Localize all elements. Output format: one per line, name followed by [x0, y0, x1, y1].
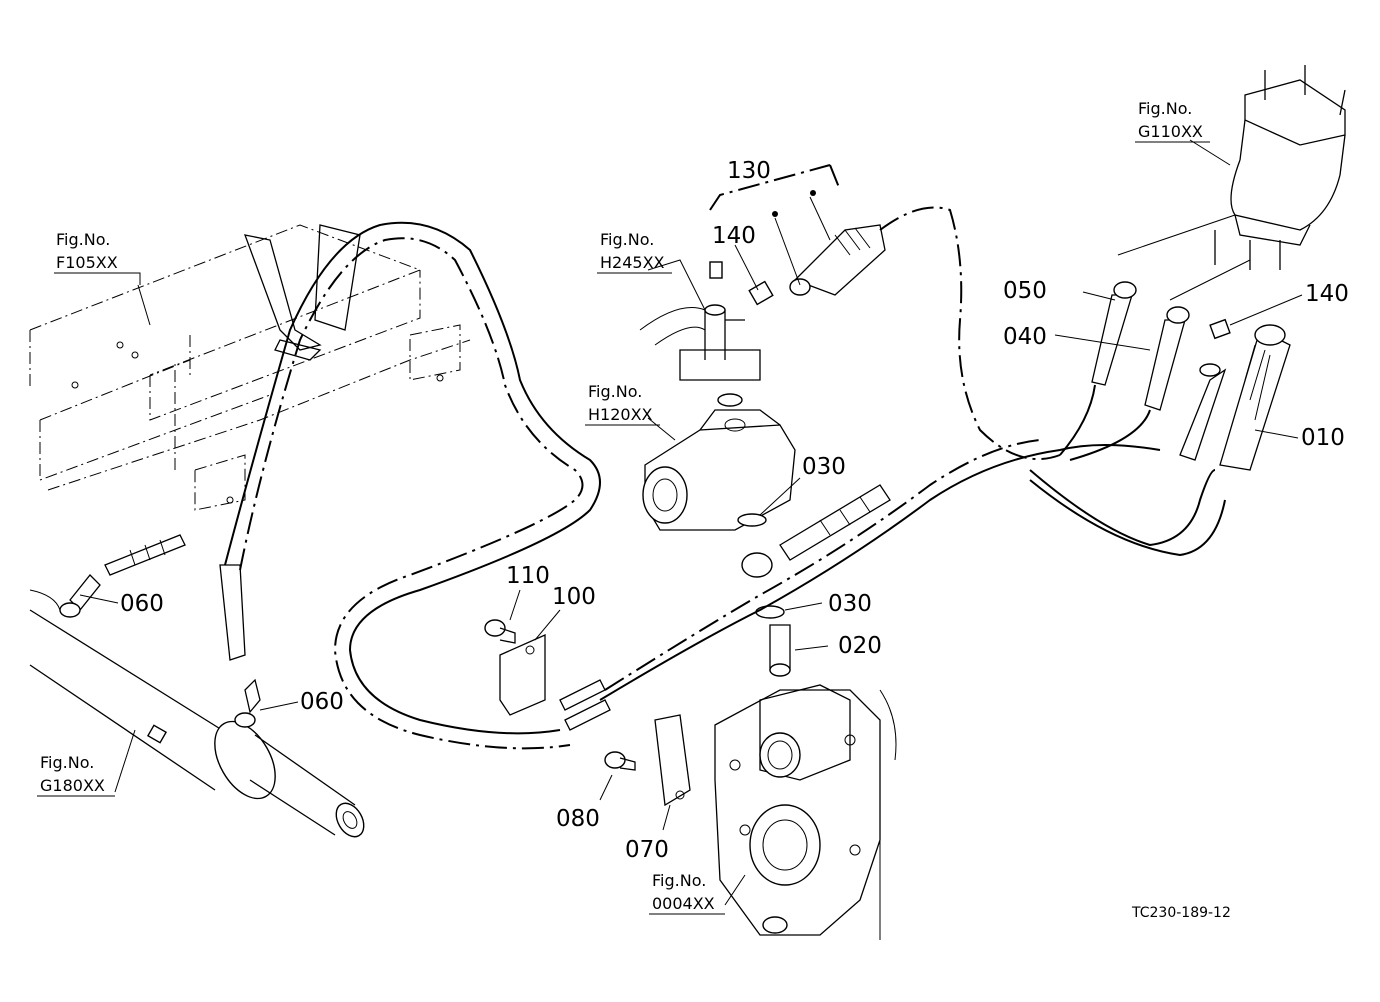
fig-ref-g180: Fig.No. G180XX — [37, 753, 115, 797]
part-label-010: 010 — [1301, 425, 1345, 451]
part-label-140-right: 140 — [1305, 281, 1349, 307]
part-label-070: 070 — [625, 837, 669, 863]
fig-ref-h245-line1: Fig.No. — [600, 230, 654, 249]
fig-ref-g110-line1: Fig.No. — [1138, 99, 1192, 118]
fitting-140-right — [1179, 318, 1231, 461]
fig-ref-0004-line2: 0004XX — [652, 894, 715, 913]
part-label-040: 040 — [1003, 324, 1047, 350]
pump-illustration — [639, 261, 796, 531]
part-label-100: 100 — [552, 584, 596, 610]
fig-ref-f105-line2: F105XX — [56, 253, 118, 272]
fig-ref-0004: Fig.No. 0004XX — [649, 871, 725, 915]
part-label-030-lower: 030 — [828, 591, 872, 617]
hose-sleeves-lower — [559, 679, 611, 731]
fig-ref-f105-line1: Fig.No. — [56, 230, 110, 249]
fittings-060 — [59, 534, 261, 728]
part-label-130: 130 — [727, 158, 771, 184]
part-label-080: 080 — [556, 806, 600, 832]
part-label-060-left: 060 — [120, 591, 164, 617]
hose-050 — [1091, 281, 1137, 386]
housing-illustration — [714, 684, 897, 940]
fig-ref-h245-line2: H245XX — [600, 253, 665, 272]
fig-ref-g180-line1: Fig.No. — [40, 753, 94, 772]
fig-ref-g110-line2: G110XX — [1138, 122, 1203, 141]
hose-routes — [224, 164, 1226, 750]
hose-010 — [1219, 324, 1291, 471]
leader-lines — [79, 139, 1303, 906]
part-labels: 130 140 140 050 040 010 030 030 020 110 … — [120, 158, 1349, 863]
fig-ref-0004-line1: Fig.No. — [652, 871, 706, 890]
part-label-050: 050 — [1003, 278, 1047, 304]
hose-130 — [748, 224, 886, 306]
part-label-110: 110 — [506, 563, 550, 589]
steering-unit-illustration — [1214, 65, 1346, 270]
part-label-030-upper: 030 — [802, 454, 846, 480]
fig-ref-h120-line1: Fig.No. — [588, 382, 642, 401]
part-label-140-left: 140 — [712, 223, 756, 249]
fig-ref-f105: Fig.No. F105XX — [54, 230, 141, 285]
cylinder-illustration — [29, 589, 365, 838]
drawing-code: TC230-189-12 — [1131, 905, 1231, 921]
clamp-100-110 — [484, 619, 546, 716]
part-label-020: 020 — [838, 633, 882, 659]
clamp-070-080 — [604, 714, 691, 807]
fig-ref-h245: Fig.No. H245XX — [597, 230, 672, 274]
fig-ref-g180-line2: G180XX — [40, 776, 105, 795]
fig-ref-h120: Fig.No. H120XX — [585, 382, 660, 426]
hose-040 — [1144, 306, 1190, 411]
frame-illustration — [29, 224, 471, 511]
fig-ref-g110: Fig.No. G110XX — [1135, 99, 1210, 143]
fig-ref-h120-line2: H120XX — [588, 405, 653, 424]
part-label-060-right: 060 — [300, 689, 344, 715]
